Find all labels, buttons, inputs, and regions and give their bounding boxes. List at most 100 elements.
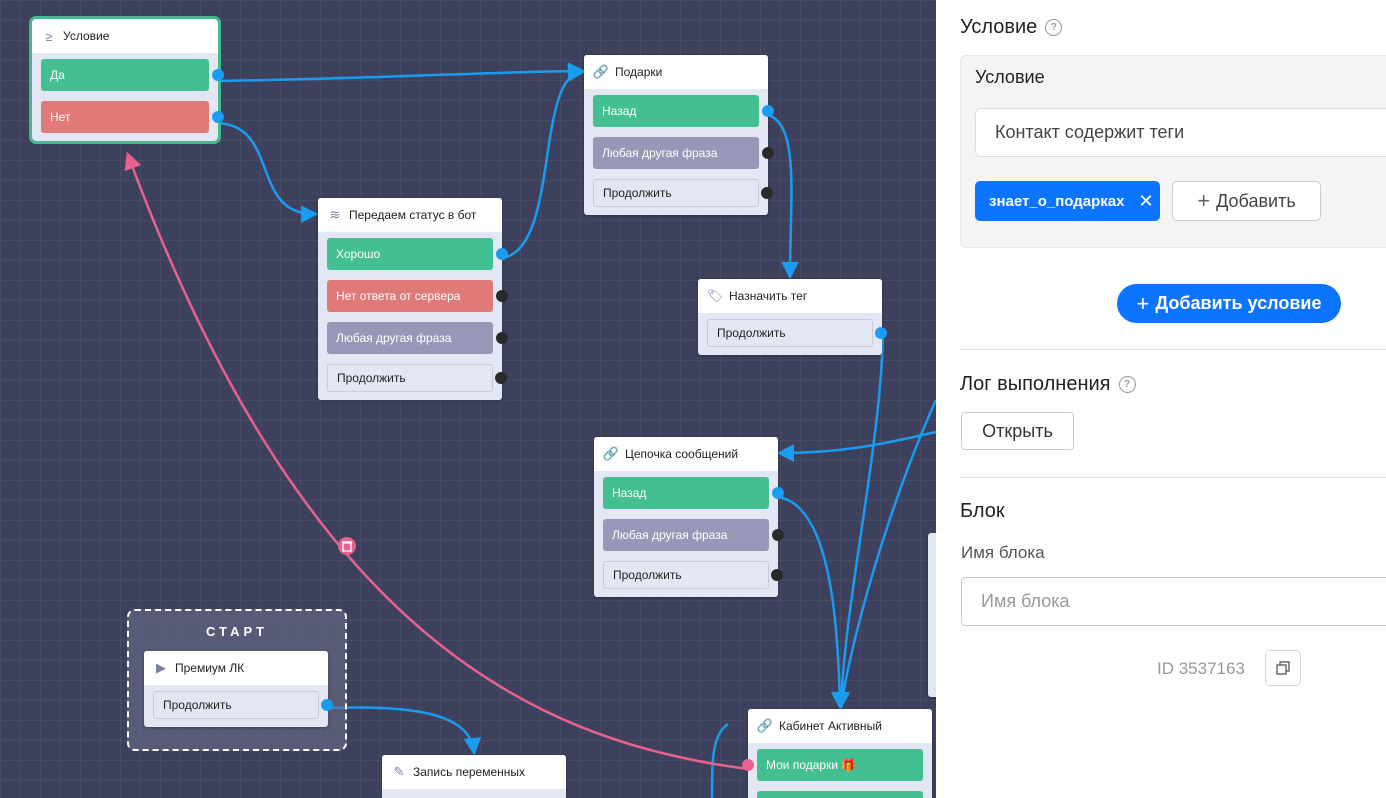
option-continue[interactable]: Продолжить: [603, 561, 783, 589]
block-id: ID 3537163: [1157, 659, 1245, 678]
start-label: СТАРТ: [205, 624, 268, 639]
output-port[interactable]: [212, 111, 224, 123]
wire-bottom-loop: [710, 722, 729, 798]
node-title: Кабинет Активный: [779, 719, 882, 733]
node-title: Подарки: [615, 65, 663, 79]
node-title: Запись переменных: [413, 765, 526, 779]
help-icon[interactable]: ?: [1045, 19, 1063, 36]
wire-offscreen-to-cabinet: [840, 399, 936, 701]
node-title: Условие: [63, 29, 110, 43]
output-port[interactable]: [496, 332, 508, 344]
link-icon: 🔗: [592, 64, 610, 79]
remove-tag-icon[interactable]: ✕: [1138, 190, 1154, 211]
log-title: Лог выполнения: [960, 373, 1111, 395]
output-port[interactable]: [495, 372, 507, 384]
properties-panel: Условие ? Условие Контакт содержит теги …: [936, 0, 1386, 798]
button-label: Добавить: [1216, 190, 1296, 211]
wire-back-to-assign: [767, 113, 799, 280]
output-port[interactable]: [321, 699, 333, 711]
block-name-input[interactable]: Имя блока: [961, 577, 1386, 626]
option-any-phrase[interactable]: Любая другая фраза: [593, 137, 774, 169]
option-label: Мои подарки 🎁: [766, 758, 857, 772]
option-continue[interactable]: Продолжить: [153, 691, 333, 719]
wire-no-to-status: [216, 121, 319, 223]
option-good[interactable]: Хорошо: [327, 238, 508, 270]
copy-id-button[interactable]: [1265, 650, 1301, 686]
option-back[interactable]: Назад: [593, 95, 774, 127]
node-partial[interactable]: [928, 533, 936, 697]
greater-equal-icon: ≥: [45, 28, 53, 44]
output-port[interactable]: [875, 327, 887, 339]
input-placeholder: Имя блока: [981, 591, 1070, 611]
block-name-label: Имя блока: [961, 543, 1045, 562]
option-label: Любая другая фраза: [612, 528, 728, 542]
connections-layer: [124, 62, 936, 798]
output-port[interactable]: [762, 105, 774, 117]
tag-icon: 🏷: [706, 288, 724, 303]
option-continue[interactable]: Продолжить: [327, 364, 507, 392]
flow-canvas[interactable]: ≥ Условие Да Нет 🔗 Подарки Назад Любая дру…: [0, 0, 936, 798]
output-port[interactable]: [771, 569, 783, 581]
link-icon: 🔗: [756, 718, 774, 733]
option-label: Любая другая фраза: [602, 146, 718, 160]
option-my-gifts[interactable]: Мои подарки 🎁: [742, 749, 923, 781]
node-send-status[interactable]: ≋Передаем статус в бот Хорошо Нет ответа…: [318, 198, 508, 400]
card-title: Условие: [975, 67, 1045, 87]
condition-select[interactable]: Контакт содержит теги: [975, 108, 1386, 157]
node-premium[interactable]: ▶Премиум ЛК Продолжить: [144, 651, 333, 727]
node-message-chain[interactable]: 🔗Цепочка сообщений Назад Любая другая фр…: [594, 437, 784, 597]
block-title: Блок: [960, 500, 1005, 522]
copy-icon: [1276, 661, 1290, 675]
wire-cabinet-to-condition: [124, 151, 749, 771]
panel-title: Условие: [960, 16, 1038, 38]
node-title: Премиум ЛК: [175, 661, 245, 675]
node-title: Цепочка сообщений: [625, 447, 739, 461]
delete-connection-icon: [338, 537, 356, 555]
plus-icon: +: [1136, 290, 1150, 316]
option-label: Любая другая фраза: [336, 331, 452, 345]
output-port[interactable]: [762, 147, 774, 159]
option-continue[interactable]: Продолжить: [707, 319, 887, 347]
output-port[interactable]: [496, 248, 508, 260]
pencil-icon: ✎: [393, 764, 405, 779]
node-write-variables[interactable]: ✎ Запись переменных: [382, 755, 566, 798]
wire-good-to-gifts: [501, 64, 586, 260]
input-port[interactable]: [742, 759, 754, 771]
node-assign-tag[interactable]: 🏷Назначить тег Продолжить: [698, 279, 887, 355]
help-icon[interactable]: ?: [1118, 376, 1136, 393]
option-label: Продолжить: [163, 698, 232, 712]
wire-start-to-write: [327, 706, 482, 756]
option-label: Продолжить: [603, 186, 672, 200]
node-condition[interactable]: ≥ Условие Да Нет: [29, 16, 224, 144]
condition-card: Условие Контакт содержит теги знает_о_по…: [960, 55, 1386, 248]
option-any-phrase[interactable]: Любая другая фраза: [327, 322, 508, 354]
log-header: Лог выполнения ?: [960, 373, 1136, 396]
output-port[interactable]: [761, 187, 773, 199]
option-no-response[interactable]: Нет ответа от сервера: [327, 280, 508, 312]
open-log-button[interactable]: Открыть: [961, 412, 1074, 450]
node-gifts[interactable]: 🔗 Подарки Назад Любая другая фраза Продол…: [584, 55, 774, 215]
output-port[interactable]: [212, 69, 224, 81]
add-condition-button[interactable]: + Добавить условие: [1117, 284, 1341, 323]
option-next[interactable]: [757, 791, 923, 798]
wire-assign-to-cabinet: [832, 335, 885, 710]
output-port[interactable]: [772, 529, 784, 541]
option-no[interactable]: Нет: [41, 101, 224, 133]
option-label: Продолжить: [337, 371, 406, 385]
option-label: Назад: [612, 486, 647, 500]
output-port[interactable]: [496, 290, 508, 302]
tag-label: знает_о_подарках: [989, 192, 1125, 210]
node-cabinet-active[interactable]: 🔗 Кабинет Активный Мои подарки 🎁: [742, 709, 932, 798]
tag-chip: знает_о_подарках ✕: [975, 181, 1160, 221]
option-continue[interactable]: Продолжить: [593, 179, 773, 207]
option-any-phrase[interactable]: Любая другая фраза: [603, 519, 784, 551]
add-tag-button[interactable]: + Добавить: [1172, 181, 1321, 221]
wire-yes-to-gifts: [216, 62, 586, 83]
output-port[interactable]: [772, 487, 784, 499]
node-title: Передаем статус в бот: [349, 208, 477, 222]
wire-offscreen-to-chain: [776, 430, 936, 462]
option-yes[interactable]: Да: [41, 59, 224, 91]
divider: [960, 349, 1386, 350]
option-back[interactable]: Назад: [603, 477, 784, 509]
option-label: Продолжить: [717, 326, 786, 340]
